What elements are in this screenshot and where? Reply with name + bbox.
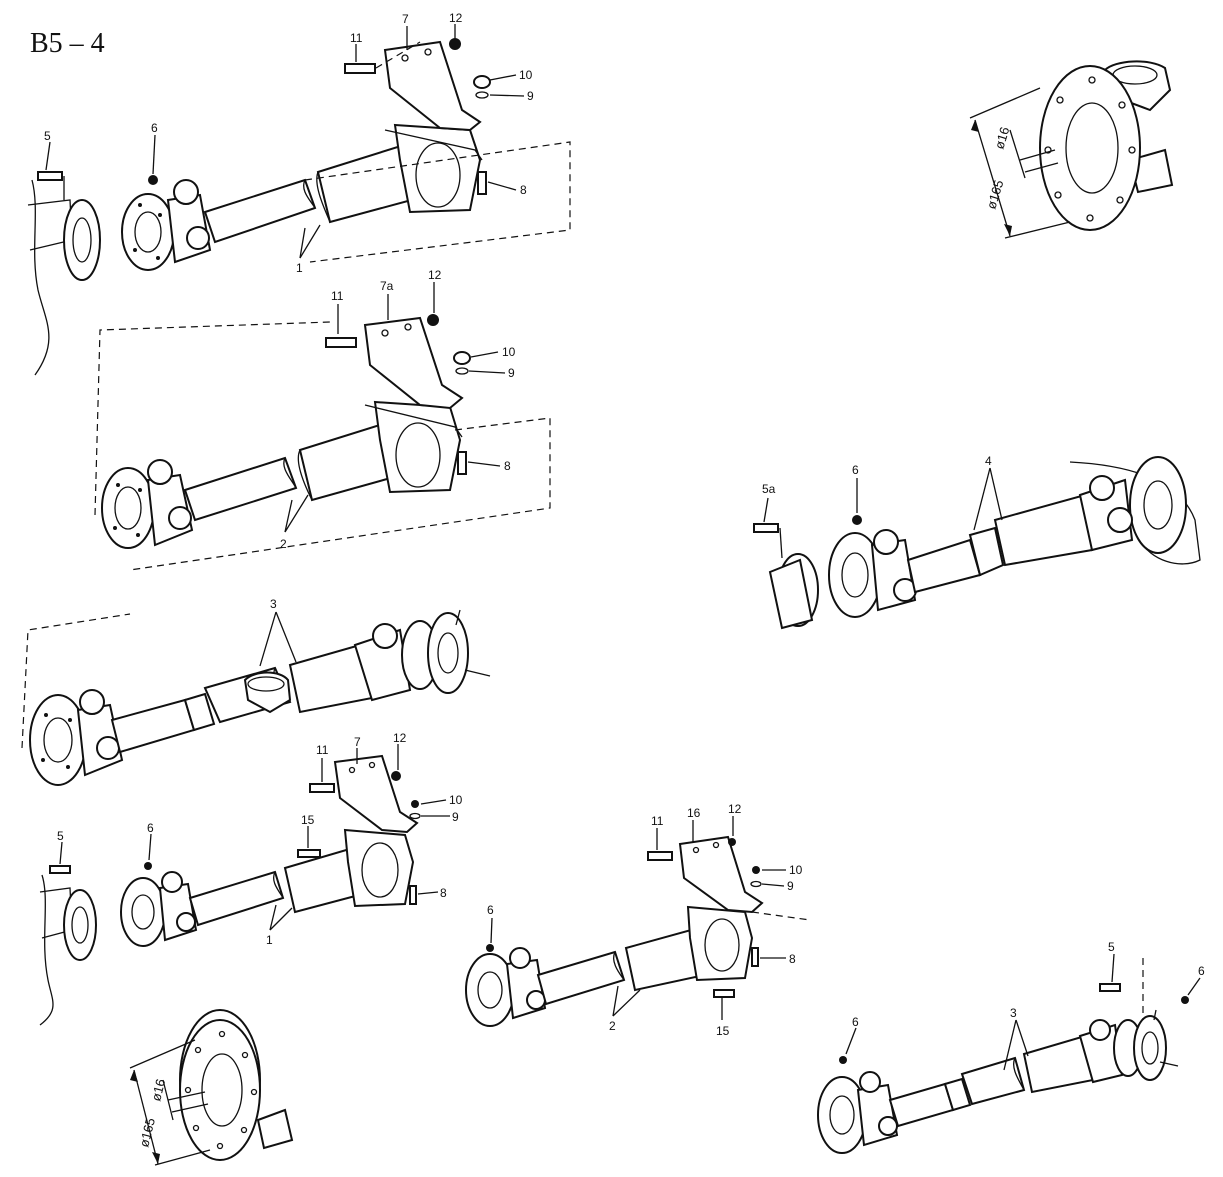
assembly-shaft-3: 3 [21, 597, 491, 786]
callout-11-second: 11 [331, 289, 344, 303]
callout-15-lower: 15 [301, 813, 315, 827]
callout-10-second: 10 [502, 345, 516, 359]
callout-10-lower: 10 [449, 793, 463, 807]
callout-7-lower: 7 [354, 735, 361, 749]
callout-6-center: 6 [487, 903, 494, 917]
callout-2-second: 2 [280, 537, 287, 551]
callout-7-top: 7 [402, 12, 409, 26]
callout-9-center: 9 [787, 879, 794, 893]
dimension-outer-diameter-bottom: ø165 [136, 1116, 158, 1148]
callout-6-right-lower-b: 6 [1198, 964, 1205, 978]
callout-9-second: 9 [508, 366, 515, 380]
callout-5-lower: 5 [57, 829, 64, 843]
callout-11-lower: 11 [316, 743, 329, 757]
callout-6-top: 6 [151, 121, 158, 135]
callout-12-top: 12 [449, 11, 463, 25]
callout-11-center: 11 [651, 814, 664, 828]
dimension-inner-diameter-bottom: ø16 [148, 1077, 168, 1102]
callout-9-lower: 9 [452, 810, 459, 824]
callout-8-second: 8 [504, 459, 511, 473]
assembly-shaft-2: 7a 11 12 10 9 8 2 [94, 268, 551, 571]
callout-6-right: 6 [852, 463, 859, 477]
callout-3-third: 3 [270, 597, 277, 611]
callout-8-top: 8 [520, 183, 527, 197]
callout-4-right: 4 [985, 454, 992, 468]
assembly-shaft-4: 5a 6 4 [753, 454, 1201, 630]
callout-10-top: 10 [519, 68, 533, 82]
callout-12-lower: 12 [393, 731, 407, 745]
callout-1-lower: 1 [266, 933, 273, 947]
callout-7a: 7a [380, 279, 394, 293]
callout-5-top: 5 [44, 129, 51, 143]
page-title: B5 – 4 [30, 28, 105, 59]
callout-6-lower: 6 [147, 821, 154, 835]
callout-1-top: 1 [296, 261, 303, 275]
callout-2-center: 2 [609, 1019, 616, 1033]
assembly-shaft-3-lower: 5 6 6 3 [817, 940, 1205, 1154]
dimension-inner-diameter-top: ø16 [992, 125, 1013, 151]
callout-16: 16 [687, 806, 701, 820]
dimension-outer-diameter-top: ø165 [984, 178, 1007, 211]
assembly-shaft-2-lower: 11 16 12 10 9 6 8 2 15 [465, 802, 811, 1038]
callout-5a: 5a [762, 482, 776, 496]
callout-12-center: 12 [728, 802, 742, 816]
flange-yoke-detail-bottom-left: ø165 ø16 [129, 671, 294, 1166]
assembly-shaft-1-top: 5 6 1 7 11 12 10 9 8 [27, 11, 571, 376]
assembly-shaft-1-lower: 5 6 1 11 7 12 10 9 15 8 [39, 731, 463, 1026]
callout-11-top: 11 [350, 31, 363, 45]
callout-9-top: 9 [527, 89, 534, 103]
callout-8-center: 8 [789, 952, 796, 966]
callout-15-center: 15 [716, 1024, 730, 1038]
flange-yoke-detail-top-right: ø165 ø16 [969, 60, 1174, 239]
callout-5-right-lower: 5 [1108, 940, 1115, 954]
callout-10-center: 10 [789, 863, 803, 877]
callout-6-right-lower-a: 6 [852, 1015, 859, 1029]
callout-12-second: 12 [428, 268, 442, 282]
callout-8-lower: 8 [440, 886, 447, 900]
callout-3-right-lower: 3 [1010, 1006, 1017, 1020]
